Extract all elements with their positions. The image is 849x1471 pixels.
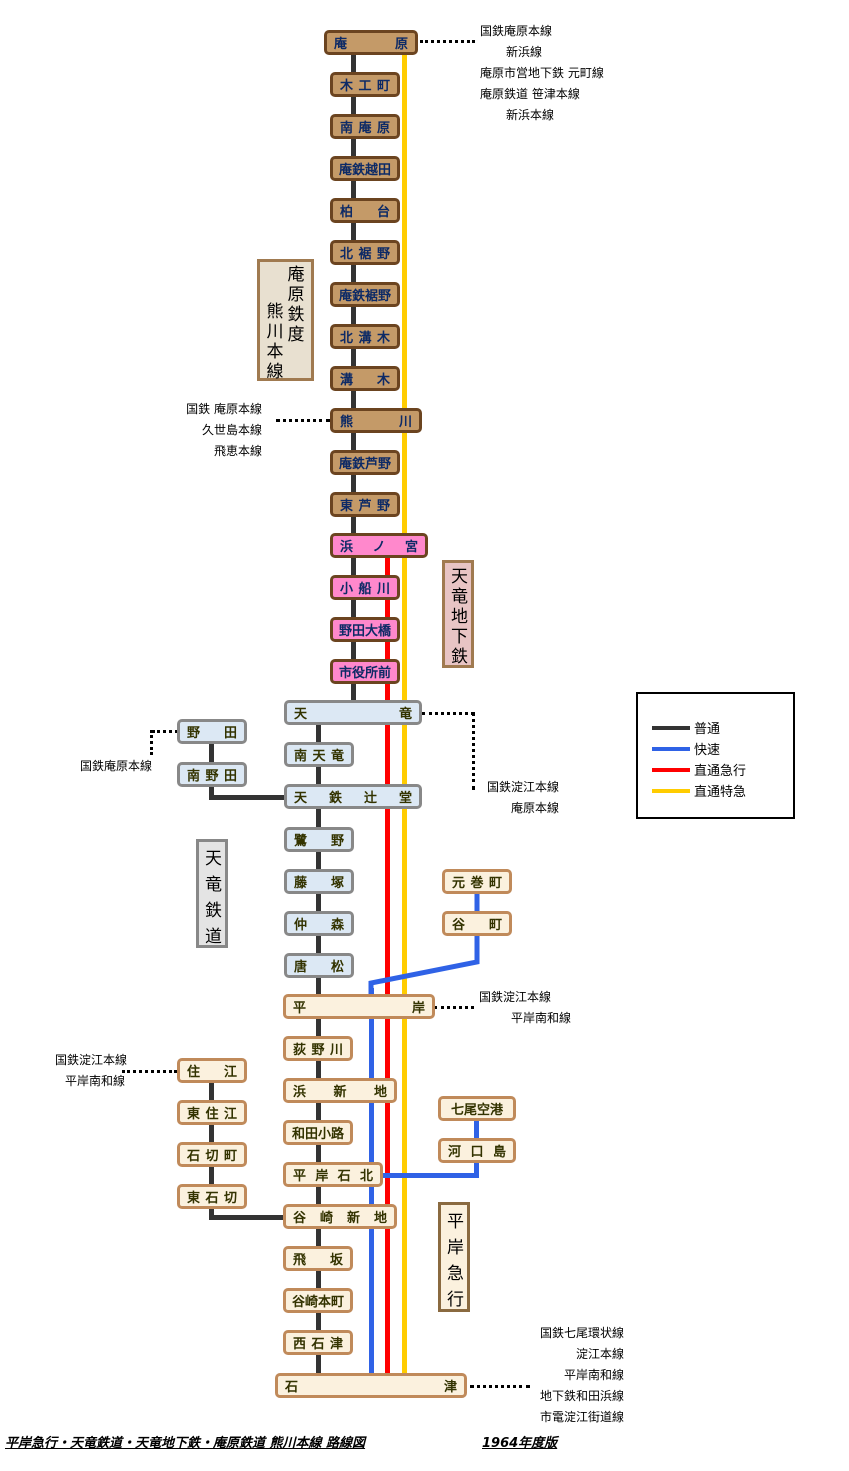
station-wadakoji[interactable]: 和田小路: [283, 1120, 353, 1145]
station-kofunagawa[interactable]: 小船川: [330, 575, 400, 600]
transfer-connector-tenryu: [422, 712, 474, 715]
station-higashi-ashino[interactable]: 東芦野: [330, 492, 400, 517]
station-higashi-sumie[interactable]: 東住江: [177, 1100, 247, 1125]
legend-swatch-local: [652, 725, 690, 730]
station-higashi-ishikiri[interactable]: 東石切: [177, 1184, 247, 1209]
transfer-connector-tenryu-vertical: [472, 712, 475, 790]
transfer-connector-ihara: [420, 40, 475, 43]
station-ihara-koshida[interactable]: 庵鉄越田: [330, 156, 400, 181]
station-noda[interactable]: 野田: [177, 719, 247, 744]
legend-swatch-through-express: [652, 767, 690, 772]
transfer-notes-ishizu: 国鉄七尾環状線 淀江本線 平岸南和線 地下鉄和田浜線 市電淀江街道線: [539, 1326, 624, 1424]
company-label-tenryu-railway: 天竜鉄道: [196, 839, 228, 948]
station-hirakishi[interactable]: 平岸: [283, 994, 435, 1019]
station-ihara-ashino[interactable]: 庵鉄芦野: [330, 450, 400, 475]
transfer-notes-kumakawa: 国鉄 庵原本線 久世島本線 飛恵本線: [186, 402, 262, 458]
station-ishizu[interactable]: 石津: [275, 1373, 467, 1398]
station-nishi-ishizu[interactable]: 西石津: [283, 1330, 353, 1355]
station-tanisaki-shinchi[interactable]: 谷崎新地: [283, 1204, 397, 1229]
transfer-connector-noda: [152, 730, 178, 733]
transfer-connector-noda-vertical: [150, 730, 153, 755]
station-minami-noda[interactable]: 南野田: [177, 762, 247, 787]
transfer-notes-noda: 国鉄庵原本線: [80, 759, 153, 773]
rapid-line-ishikita-connector: [374, 1173, 479, 1178]
station-oginogawa[interactable]: 荻野川: [283, 1036, 353, 1061]
legend-swatch-rapid: [652, 746, 690, 751]
station-fujitsuka[interactable]: 藤塚: [284, 869, 354, 894]
company-label-ihara-col2: 熊川本線: [266, 302, 284, 382]
station-kawaguchijima[interactable]: 河口島: [438, 1138, 516, 1163]
station-kashiwadai[interactable]: 柏台: [330, 198, 400, 223]
station-tenryu[interactable]: 天竜: [284, 700, 422, 725]
local-line-sumie-connector: [209, 1215, 289, 1220]
station-hamanomiya[interactable]: 浜ノ宮: [330, 533, 428, 558]
express-line: [385, 545, 390, 1377]
station-mokkocho[interactable]: 木工町: [330, 72, 400, 97]
legend-swatch-through-limited: [652, 788, 690, 793]
station-motomakicho[interactable]: 元巻町: [442, 869, 512, 894]
transfer-notes-hirakishi: 国鉄淀江本線 平岸南和線: [479, 990, 571, 1025]
station-minami-ihara[interactable]: 南庵原: [330, 114, 400, 139]
map-title: 平岸急行・天竜鉄道・天竜地下鉄・庵原鉄道 熊川本線 路線図: [5, 1436, 366, 1451]
legend-item-through-limited: 直通特急: [652, 781, 746, 800]
transfer-connector-ishizu: [470, 1385, 530, 1388]
station-karamatsu[interactable]: 唐松: [284, 953, 354, 978]
station-nakamori[interactable]: 仲森: [284, 911, 354, 936]
station-ishikiricho[interactable]: 石切町: [177, 1142, 247, 1167]
transfer-connector-hirakishi: [434, 1006, 474, 1009]
transfer-notes-sumie: 国鉄淀江本線 平岸南和線: [55, 1053, 128, 1088]
transfer-notes-tenryu: 国鉄淀江本線 庵原本線: [486, 780, 559, 815]
station-kita-susono[interactable]: 北裾野: [330, 240, 400, 265]
transfer-connector-kumakawa: [276, 419, 330, 422]
legend: 普通 快速 直通急行 直通特急: [636, 692, 795, 819]
rapid-line-tanimachi-branch: [368, 890, 480, 1000]
company-label-ihara-col1: 庵原鉄度: [287, 265, 305, 345]
station-tanisaki-honmachi[interactable]: 谷崎本町: [283, 1288, 353, 1313]
legend-item-rapid: 快速: [652, 739, 720, 758]
station-kumakawa[interactable]: 熊川: [330, 408, 422, 433]
station-sumie[interactable]: 住江: [177, 1058, 247, 1083]
legend-item-local: 普通: [652, 718, 720, 737]
edition-label: 1964年度版: [482, 1436, 558, 1451]
station-minami-tenryu[interactable]: 南天竜: [284, 742, 354, 767]
station-sagino[interactable]: 鷺野: [284, 827, 354, 852]
station-hirakishi-ishikita[interactable]: 平岸石北: [283, 1162, 383, 1187]
station-nanao-airport[interactable]: 七尾空港: [438, 1096, 516, 1121]
station-shiyakusho-mae[interactable]: 市役所前: [330, 659, 400, 684]
station-tanimachi[interactable]: 谷町: [442, 911, 512, 936]
transfer-connector-sumie: [122, 1070, 177, 1073]
company-label-hirakishi-express: 平岸急行: [438, 1202, 470, 1312]
company-label-tenryu-subway: 天竜地下鉄: [442, 560, 474, 668]
station-tentetsu-tsujido[interactable]: 天鉄辻堂: [284, 784, 422, 809]
station-mizoki[interactable]: 溝木: [330, 366, 400, 391]
local-line-noda-connector: [209, 795, 289, 800]
station-kita-mizoki[interactable]: 北溝木: [330, 324, 400, 349]
company-label-ihara-kumakawa: 庵原鉄度 熊川本線: [257, 259, 314, 382]
station-tobisaka[interactable]: 飛坂: [283, 1246, 353, 1271]
station-ihara-susono[interactable]: 庵鉄裾野: [330, 282, 400, 307]
station-noda-ohashi[interactable]: 野田大橋: [330, 617, 400, 642]
legend-item-through-express: 直通急行: [652, 760, 746, 779]
transfer-notes-ihara: 国鉄庵原本線 新浜線 庵原市営地下鉄 元町線 庵原鉄道 笹津本線 新浜本線: [480, 24, 604, 122]
station-ihara[interactable]: 庵原: [324, 30, 418, 55]
station-hamashinchi[interactable]: 浜新地: [283, 1078, 397, 1103]
